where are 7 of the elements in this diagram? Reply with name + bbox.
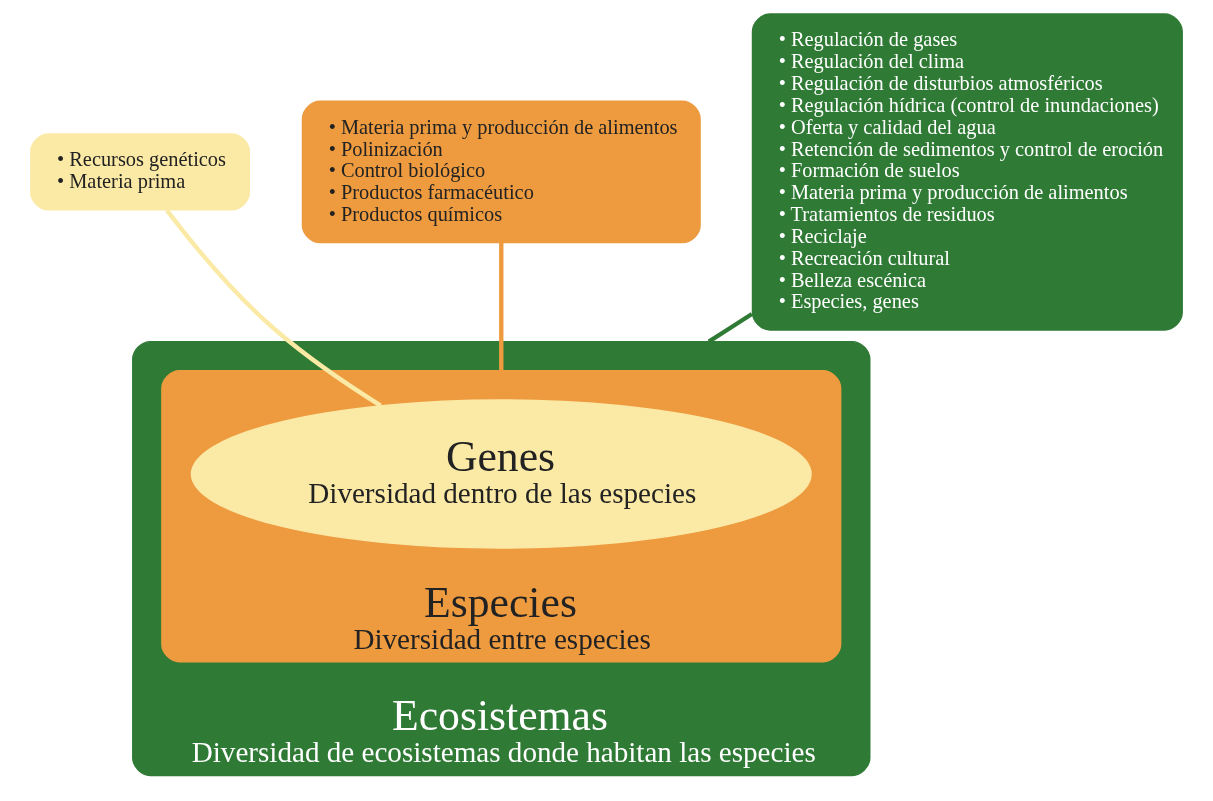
connector <box>707 312 754 344</box>
connector <box>165 209 382 408</box>
node-box: • Recursos genéticos • Materia prima <box>30 133 251 211</box>
node-box: • Regulación de gases • Regulación del clima • Regulación de disturbios atmosféricos • Regulación hídrica (control de inundaciones) • Oferta y calidad del agua • Retención de sedimentos y control de eroción • Formación de suelos • Materia prima y producción de alimentos • Tratamientos de residuos • Reciclaje • Recreación cultural • Belleza escénica • Especies, genes <box>751 13 1183 331</box>
node-box: • Materia prima y producción de alimentos • Polinización • Control biológico • Productos farmacéutico • Productos químicos <box>301 100 701 244</box>
node-ellipse: Genes Diversidad dentro de las especies <box>190 399 812 549</box>
connector <box>499 242 504 371</box>
